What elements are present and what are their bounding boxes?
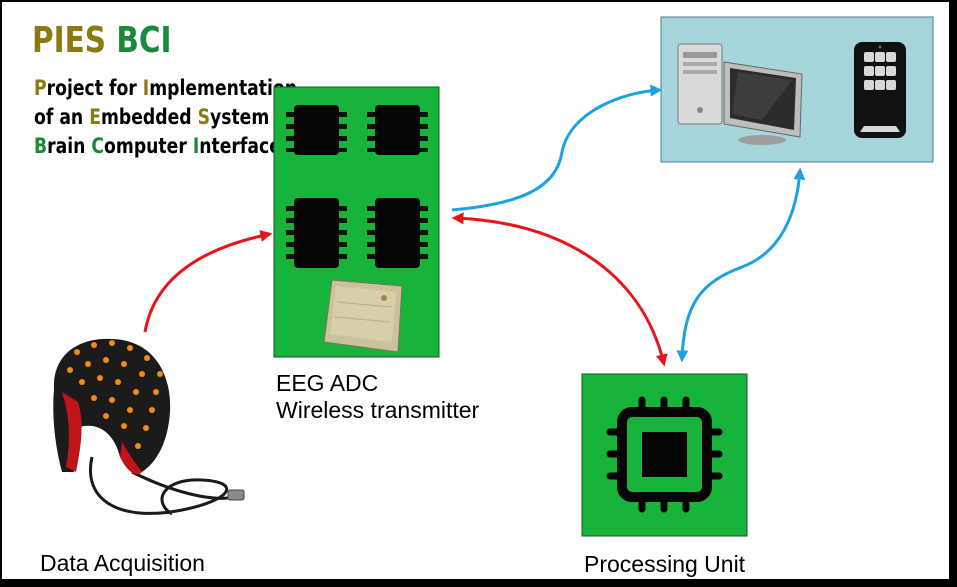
- arrow-board-to-computer: [451, 84, 663, 212]
- subtitle-segment: S: [197, 105, 210, 129]
- wireless-module-icon: [323, 279, 403, 353]
- smartphone-icon: [854, 42, 906, 138]
- diagram-canvas: PIES BCI Project for Implementation of a…: [2, 2, 949, 579]
- title-part-bci: BCI: [116, 20, 172, 61]
- processing-unit-label: Processing Unit: [584, 551, 746, 577]
- arrow-processing-computer: [676, 167, 806, 363]
- subtitle-line-3: Brain Computer Interface: [34, 132, 303, 161]
- eeg-cap-icon: [53, 338, 245, 516]
- subtitle-segment: roject for: [46, 76, 143, 100]
- subtitle-line-1: Project for Implementation: [34, 74, 303, 103]
- diagram-graphics: [53, 16, 934, 537]
- desktop-computer-icon: [677, 43, 803, 145]
- diagram-title: PIES BCI: [32, 20, 172, 61]
- subtitle-segment: I: [192, 134, 200, 158]
- pcb-board-icon: [286, 105, 428, 353]
- arrow-board-processing: [451, 212, 668, 367]
- subtitle-segment: mbedded: [100, 105, 198, 129]
- subtitle-segment: nterface: [199, 134, 281, 158]
- subtitle-segment: I: [142, 76, 150, 100]
- subtitle-segment: rain: [47, 134, 92, 158]
- eeg-board-label: EEG ADC Wireless transmitter: [276, 370, 479, 424]
- data-acquisition-label: Data Acquisition: [40, 550, 205, 576]
- eeg-board-label-line1: EEG ADC: [276, 370, 379, 396]
- subtitle-segment: of an: [34, 105, 90, 129]
- subtitle-segment: E: [89, 105, 101, 129]
- eeg-board-label-line2: Wireless transmitter: [276, 397, 480, 423]
- subtitle-segment: P: [34, 76, 47, 100]
- processing-unit-box: [581, 373, 748, 537]
- computer-panel: [660, 16, 934, 163]
- subtitle-segment: C: [91, 134, 105, 158]
- subtitle-segment: omputer: [104, 134, 193, 158]
- subtitle-segment: B: [34, 134, 48, 158]
- connector-arrows: [143, 84, 806, 367]
- title-part-pies: PIES: [32, 20, 107, 61]
- subtitle-segment: mplementation: [149, 76, 298, 100]
- eeg-board: [273, 86, 440, 358]
- arrow-cap-to-board: [143, 230, 273, 333]
- cpu-chip-icon: [606, 396, 723, 513]
